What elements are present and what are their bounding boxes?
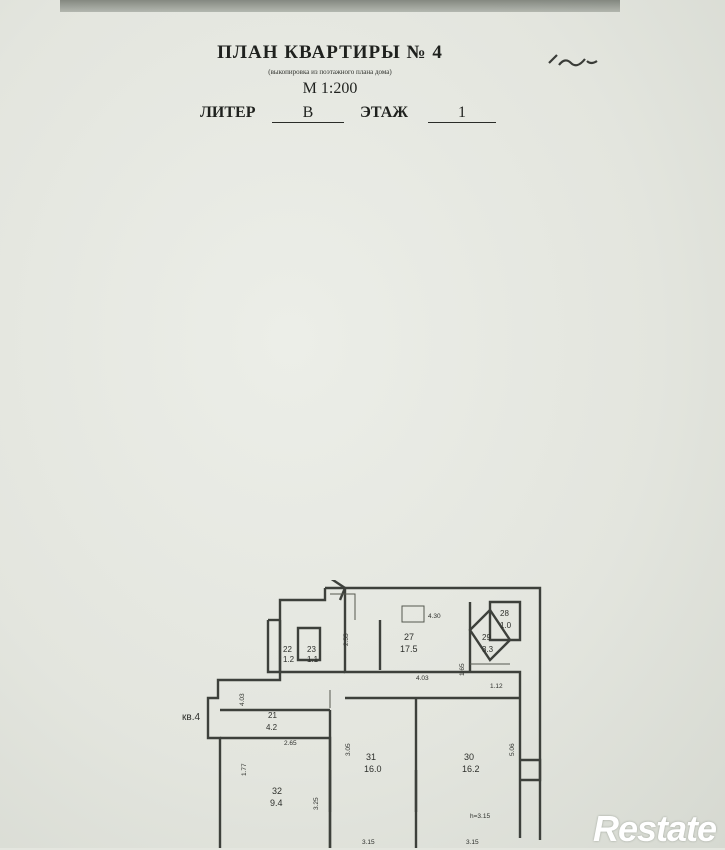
height-note: h=3.15 bbox=[470, 813, 490, 820]
dim-0: 4.30 bbox=[428, 613, 441, 620]
plan-subtitle: (выкопировка из поэтажного плана дома) bbox=[268, 68, 392, 76]
dim-6: 1.77 bbox=[241, 763, 248, 776]
unit-label: кв.4 bbox=[182, 712, 200, 723]
plan-title: ПЛАН КВАРТИРЫ № 4 bbox=[217, 42, 443, 63]
dim-2: 4.03 bbox=[416, 675, 429, 682]
dim-3: 1.12 bbox=[490, 683, 503, 690]
room-22-number: 22 bbox=[283, 645, 292, 654]
room-30-area: 16.2 bbox=[462, 764, 480, 774]
room-21-area: 4.2 bbox=[266, 723, 278, 732]
room-27-number: 27 bbox=[404, 632, 414, 642]
liter-label: ЛИТЕР bbox=[200, 104, 256, 121]
dim-5: 2.65 bbox=[284, 740, 297, 747]
plan-scale: М 1:200 bbox=[302, 80, 358, 97]
dim-10: 3.15 bbox=[362, 839, 375, 846]
room-21-number: 21 bbox=[268, 711, 277, 720]
room-22-area: 1.2 bbox=[283, 655, 295, 664]
liter-value: В bbox=[302, 104, 314, 121]
room-28-number: 28 bbox=[500, 609, 509, 618]
floor-plan-drawing: 22 1.2 23 1.1 27 17.5 28 1.0 29 3.3 21 4… bbox=[182, 580, 542, 848]
room-27-area: 17.5 bbox=[400, 644, 418, 654]
dim-4: 1.65 bbox=[459, 663, 466, 676]
dim-11: 3.15 bbox=[466, 839, 479, 846]
restate-watermark: Restate bbox=[593, 808, 717, 849]
room-32-number: 32 bbox=[272, 786, 282, 796]
floor-label: ЭТАЖ bbox=[360, 104, 409, 121]
room-31-area: 16.0 bbox=[364, 764, 382, 774]
room-31-number: 31 bbox=[366, 752, 376, 762]
room-23-area: 1.1 bbox=[307, 655, 319, 664]
dim-1: 2.55 bbox=[343, 633, 350, 646]
room-29-number: 29 bbox=[482, 633, 491, 642]
dim-9: 5.06 bbox=[509, 743, 516, 756]
dim-8: 3.25 bbox=[313, 797, 320, 810]
room-28-area: 1.0 bbox=[500, 621, 512, 630]
room-23-number: 23 bbox=[307, 645, 316, 654]
dim-12: 4.03 bbox=[239, 693, 246, 706]
dim-7: 3.05 bbox=[345, 743, 352, 756]
room-30-number: 30 bbox=[464, 752, 474, 762]
handwritten-mark bbox=[548, 54, 598, 67]
room-32-area: 9.4 bbox=[270, 798, 283, 808]
top-shadow-band bbox=[60, 0, 620, 12]
room-29-area: 3.3 bbox=[482, 645, 494, 654]
floor-value: 1 bbox=[458, 104, 466, 121]
